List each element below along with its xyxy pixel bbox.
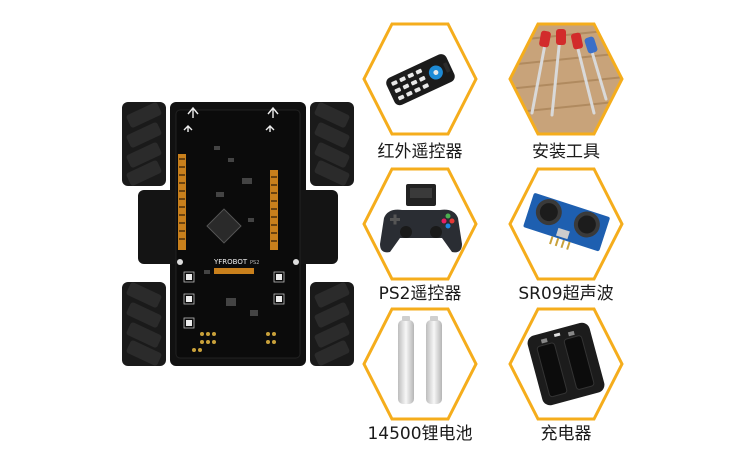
wheel-front-right — [310, 102, 354, 186]
accessory-label: 14500锂电池 — [367, 424, 473, 444]
accessory-install-tools — [508, 21, 624, 137]
board-brand: YFROBOT — [213, 258, 248, 266]
accessory-label: 充电器 — [540, 424, 592, 444]
accessory-ps2-controller — [362, 166, 478, 282]
robot-car-illustration: YFROBOT PS2 — [122, 102, 354, 366]
accessory-lithium-battery — [362, 306, 478, 422]
accessory-ir-remote — [362, 21, 478, 137]
direction-arrow-icons — [183, 106, 279, 132]
hex-frame — [362, 307, 478, 421]
accessory-label: 红外遥控器 — [377, 142, 463, 162]
board-marking: PS2 — [250, 260, 259, 266]
wheel-front-left — [122, 102, 166, 186]
gamepad-icon — [362, 167, 478, 281]
accessory-label: SR09超声波 — [518, 284, 614, 304]
ir-remote-icon — [362, 22, 478, 136]
header-pins-left — [178, 154, 186, 250]
charger-icon — [508, 307, 624, 421]
accessory-label: 安装工具 — [532, 142, 600, 162]
accessory-label: PS2遥控器 — [378, 284, 462, 304]
wheel-rear-left — [122, 282, 166, 366]
battery-icon — [362, 307, 478, 421]
accessory-ultrasonic-sensor — [508, 166, 624, 282]
wheel-rear-right — [310, 282, 354, 366]
mcu-chip — [206, 208, 242, 244]
robot-car-board-image: YFROBOT PS2 — [118, 98, 358, 370]
hex-frame — [508, 22, 624, 136]
ultrasonic-sensor-icon — [508, 167, 624, 281]
screwdriver-icon — [508, 22, 624, 136]
accessory-charger — [508, 306, 624, 422]
